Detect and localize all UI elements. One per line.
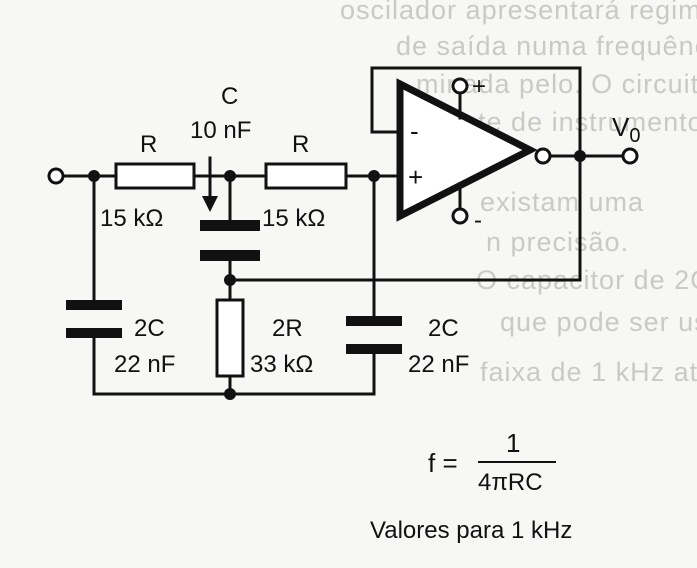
bleed-line: que pode ser usado nas fre: [500, 307, 697, 337]
supply-neg-terminal: [451, 207, 469, 225]
opamp-inverting-sign: -: [410, 116, 419, 146]
opamp-noninverting-sign: +: [408, 162, 423, 192]
label-r-left-name: R: [140, 131, 157, 158]
label-2c-right-value: 22 nF: [408, 351, 469, 378]
opamp-symbol: [396, 78, 538, 222]
opamp-output-bubble: [534, 147, 552, 165]
bleed-line: existam uma: [480, 187, 645, 217]
bleed-line: n precisão.: [486, 227, 630, 257]
formula-numerator: 1: [506, 428, 520, 458]
resistor-r-left: [114, 162, 196, 190]
resistor-r-right: [264, 162, 348, 190]
capacitor-2c-left-plate: [66, 300, 122, 310]
formula-lhs: f =: [428, 448, 458, 478]
bleed-line: faixa de 1 kHz até...prohib: [480, 357, 697, 387]
supply-pos-sign: +: [472, 73, 486, 100]
junction-dot: [224, 388, 236, 400]
capacitor-2c-left-plate: [66, 328, 122, 338]
label-arrow-head: [202, 196, 218, 212]
supply-neg-sign: -: [474, 207, 482, 234]
label-2c-left-name: 2C: [134, 315, 165, 342]
label-2c-left-value: 22 nF: [114, 351, 175, 378]
output-label: V0: [612, 112, 640, 147]
capacitor-c-plate: [200, 220, 260, 231]
junction-dot: [574, 150, 586, 162]
label-2c-right-name: 2C: [428, 315, 459, 342]
formula-denominator: 4πRC: [478, 469, 543, 496]
label-2r-name: 2R: [272, 315, 303, 342]
caption: Valores para 1 kHz: [370, 517, 572, 544]
label-r-right-name: R: [292, 131, 309, 158]
label-r-right-value: 15 kΩ: [262, 205, 325, 232]
capacitor-2c-right-plate: [346, 344, 402, 354]
capacitor-c-plate: [200, 250, 260, 261]
label-c-name: C: [221, 83, 238, 110]
label-c-value: 10 nF: [190, 117, 251, 144]
capacitor-2c-right-plate: [346, 316, 402, 326]
bleed-line: de saída numa frequência de 5: [396, 31, 697, 61]
label-r-left-value: 15 kΩ: [100, 205, 163, 232]
input-terminal: [47, 167, 65, 185]
resistor-2r: [215, 298, 245, 378]
output-label-sub: 0: [629, 125, 640, 147]
bleed-line: oscilador apresentará regime um s: [340, 0, 697, 25]
label-2r-value: 33 kΩ: [250, 351, 313, 378]
supply-pos-terminal: [451, 77, 469, 95]
output-terminal: [621, 147, 639, 165]
output-label-main: V: [612, 112, 630, 142]
